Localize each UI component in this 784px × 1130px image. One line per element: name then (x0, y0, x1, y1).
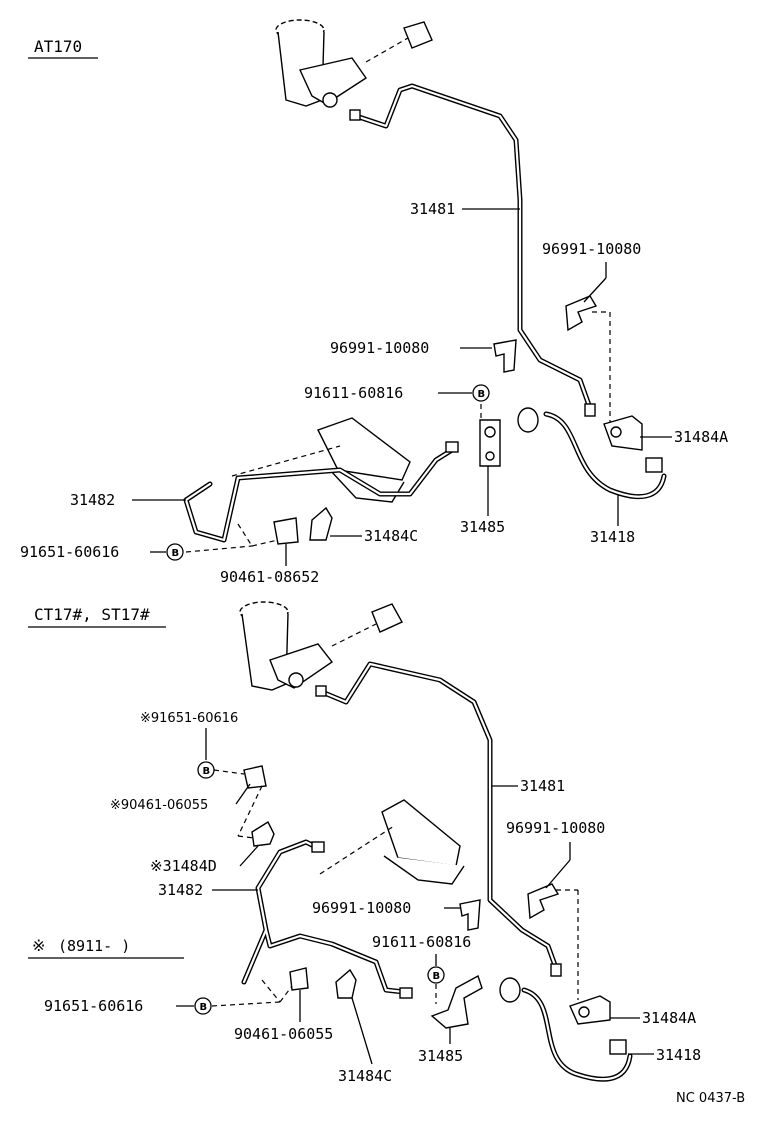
label-91651: 91651-60616 (20, 543, 119, 561)
label-91611: 91611-60816 (304, 384, 403, 402)
clip-96991-right-bottom (527, 883, 560, 920)
label-31482-bottom: 31482 (158, 881, 203, 899)
label-31484d: ※31484D (150, 857, 217, 875)
section-ct17-st17: CT17#, ST17# (28, 601, 633, 1082)
bracket-90461-star (243, 765, 267, 789)
hose-31418-top (517, 407, 667, 500)
bolt-b-91611 (472, 384, 490, 402)
svg-text:B: B (200, 1002, 208, 1013)
label-91611-bottom: 91611-60816 (372, 933, 471, 951)
label-96991-right-bottom: 96991-10080 (506, 819, 605, 837)
bolt-b-91651-star (197, 761, 215, 779)
label-31481: 31481 (410, 200, 455, 218)
label-90461: 90461-08652 (220, 568, 319, 586)
label-90461-bottom: 90461-06055 (234, 1025, 333, 1043)
label-96991-mid: 96991-10080 (330, 339, 429, 357)
labels-bottom: ※91651-60616 B ※90461-06055 ※31484D 3148… (28, 711, 745, 1106)
bracket-31484c (309, 506, 333, 541)
section-title-ct17-st17: CT17#, ST17# (34, 605, 150, 624)
label-31484c: 31484C (364, 527, 418, 545)
svg-text:B: B (433, 971, 441, 982)
section-at170: AT170 (28, 19, 667, 553)
tube-31481-bottom (315, 661, 562, 977)
labels-top: 31481 96991-10080 96991-10080 91611-6081… (20, 200, 728, 586)
label-31484a-bottom: 31484A (642, 1009, 696, 1027)
bolt-b-91651 (166, 543, 184, 561)
tube-31481-top (349, 83, 596, 417)
label-31485: 31485 (460, 518, 505, 536)
bracket-90461-bottom (289, 967, 309, 991)
svg-text:B: B (478, 389, 486, 400)
clip-96991-mid-bottom (459, 899, 481, 931)
label-31482: 31482 (70, 491, 115, 509)
label-91651-bottom: 91651-60616 (44, 997, 143, 1015)
label-31484a: 31484A (674, 428, 728, 446)
note-mark: ※ (32, 936, 45, 955)
tube-31482-top (183, 441, 459, 543)
label-31418-bottom: 31418 (656, 1046, 701, 1064)
bracket-31484c-bottom (335, 968, 357, 999)
label-90461-star: ※90461-06055 (110, 798, 208, 813)
svg-text:B: B (203, 766, 211, 777)
diagram-code: NC 0437-B (676, 1091, 745, 1106)
bolt-b-91651-bottom (194, 997, 212, 1015)
label-31481-bottom: 31481 (520, 777, 565, 795)
note-range: (8911- ) (58, 937, 130, 955)
bracket-31484a-bottom (569, 995, 611, 1025)
label-91651-star: ※91651-60616 (140, 711, 238, 726)
tube-31482-bottom (241, 839, 413, 999)
clip-96991-mid (493, 339, 517, 373)
section-title-at170: AT170 (34, 37, 82, 56)
hose-31418-bottom (499, 977, 633, 1082)
release-cylinder-top (231, 417, 411, 503)
bracket-90461 (273, 517, 299, 545)
bracket-31484d (251, 820, 275, 847)
bolt-b-91611-bottom (427, 966, 445, 984)
svg-text:B: B (172, 548, 180, 559)
bracket-31485-bottom (430, 974, 483, 1029)
master-cylinder-top (275, 19, 433, 108)
clip-96991-right (565, 295, 598, 332)
label-31484c-bottom: 31484C (338, 1067, 392, 1085)
release-cylinder-bottom (319, 799, 465, 885)
master-cylinder-bottom (239, 601, 403, 691)
label-31485-bottom: 31485 (418, 1047, 463, 1065)
label-96991-mid-bottom: 96991-10080 (312, 899, 411, 917)
label-31418: 31418 (590, 528, 635, 546)
label-96991-right: 96991-10080 (542, 240, 641, 258)
